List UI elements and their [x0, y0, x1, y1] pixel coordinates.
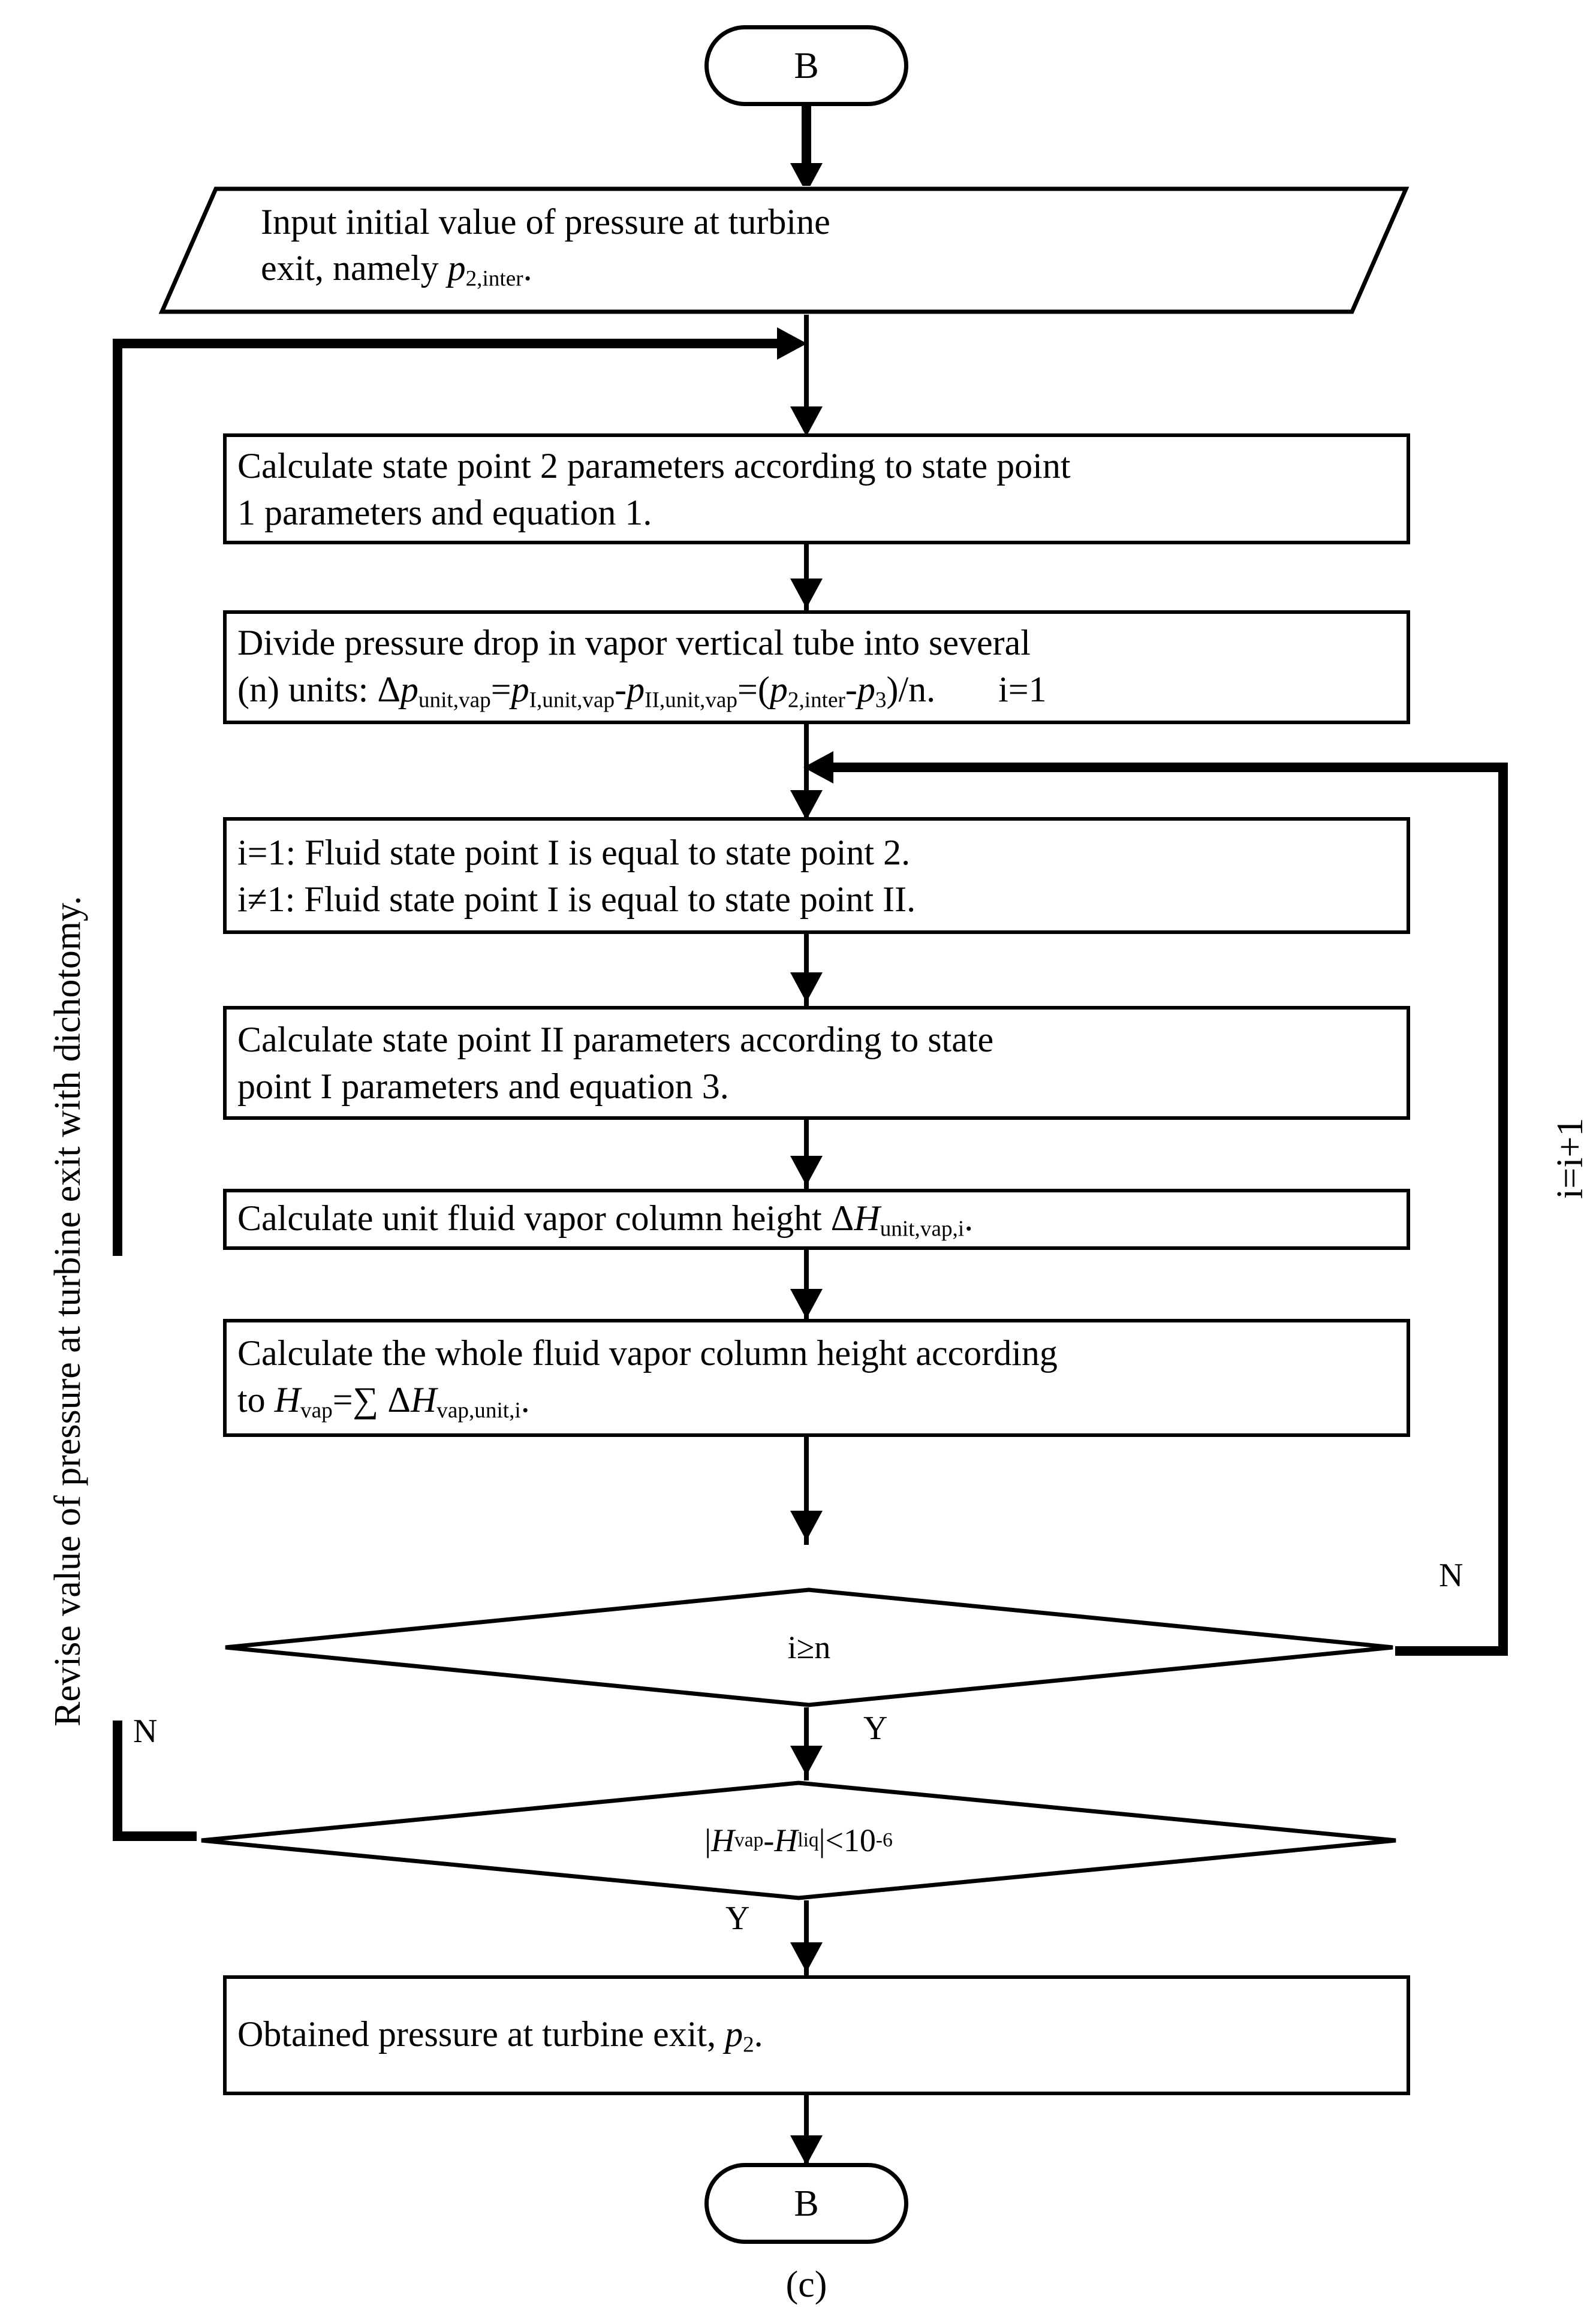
box2-line-1: Divide pressure drop in vapor vertical t…: [237, 622, 1031, 662]
input-line-1: Input initial value of pressure at turbi…: [261, 202, 830, 242]
connector-decision1-yes: [804, 1707, 809, 1782]
decision2-branch-no-label: N: [133, 1713, 158, 1750]
process-box-3: i=1: Fluid state point I is equal to sta…: [223, 817, 1410, 934]
arrowhead-right-outer-loop: [777, 327, 807, 360]
box4-line-1: Calculate state point II parameters acco…: [237, 1020, 994, 1059]
decision1-branch-yes-label: Y: [863, 1710, 888, 1747]
start-terminal-label: B: [794, 45, 819, 86]
box6-line-1: Calculate the whole fluid vapor column h…: [237, 1333, 1058, 1373]
outer-loop-vertical-left-lower: [113, 1721, 122, 1840]
output-box: Obtained pressure at turbine exit, p2.: [223, 1975, 1410, 2095]
left-axis-label: Revise value of pressure at turbine exit…: [47, 896, 88, 1727]
box3-line-2: i≠1: Fluid state point I is equal to sta…: [237, 879, 916, 919]
parallelogram-outline: [159, 186, 1409, 314]
box1-line-1: Calculate state point 2 parameters accor…: [237, 445, 1071, 486]
connector-start-to-input: [802, 106, 811, 172]
input-parallelogram: Input initial value of pressure at turbi…: [159, 186, 1409, 315]
figure-caption: (c): [785, 2264, 827, 2305]
arrowhead-down-to-decision1: [790, 1511, 823, 1541]
arrowhead-down-to-box1: [790, 406, 823, 436]
decision2-branch-yes-label: Y: [725, 1900, 750, 1937]
arrowhead-down-to-box5: [790, 1156, 823, 1186]
arrowhead-down-to-output: [790, 1942, 823, 1972]
outer-loop-horizontal-top: [113, 339, 781, 348]
decision1-outline: [225, 1587, 1393, 1707]
connector-output-to-end: [804, 2095, 809, 2170]
process-box-1: Calculate state point 2 parameters accor…: [223, 433, 1410, 544]
connector-box1-to-box2: [804, 544, 809, 610]
process-box-4: Calculate state point II parameters acco…: [223, 1006, 1410, 1120]
process-box-2: Divide pressure drop in vapor vertical t…: [223, 610, 1410, 724]
start-terminal-b: B: [704, 25, 908, 106]
arrowhead-down-to-box4: [790, 972, 823, 1002]
arrowhead-down-to-box6: [790, 1289, 823, 1319]
end-terminal-label: B: [794, 2183, 819, 2224]
output-text: Obtained pressure at turbine exit, p2.: [237, 2014, 763, 2057]
box1-line-2: 1 parameters and equation 1.: [237, 492, 652, 532]
connector-box4-to-box5: [804, 1120, 809, 1189]
inner-loop-horizontal-bottom: [1391, 1646, 1508, 1656]
inner-loop-horizontal-top: [833, 763, 1508, 772]
box4-line-2: point I parameters and equation 3.: [237, 1066, 729, 1106]
box5-line-1: Calculate unit fluid vapor column height…: [237, 1198, 974, 1242]
box2-line-2: (n) units: Δpunit,vap=pI,unit,vap-pII,un…: [237, 669, 1047, 713]
connector-box5-to-box6: [804, 1250, 809, 1319]
input-text: Input initial value of pressure at turbi…: [261, 199, 1355, 309]
right-loop-label: i=i+1: [1550, 1117, 1591, 1199]
arrowhead-down-to-decision2: [790, 1746, 823, 1776]
connector-box3-to-box4: [804, 934, 809, 1006]
connector-input-to-box1: [804, 315, 809, 432]
decision2-outline: [201, 1780, 1396, 1900]
end-terminal-b: B: [704, 2163, 908, 2244]
inner-loop-vertical-right: [1498, 763, 1508, 1656]
arrowhead-down-to-box3: [790, 790, 823, 820]
arrowhead-down-to-end-terminal: [790, 2135, 823, 2165]
connector-decision2-yes: [804, 1900, 809, 1981]
box6-line-2: to Hvap=∑ ΔHvap,unit,i.: [237, 1380, 530, 1424]
input-line-2: exit, namely p2,inter.: [261, 248, 532, 291]
box2-counter: i=1: [998, 669, 1047, 709]
decision-diamond-i-ge-n: i≥n: [223, 1587, 1395, 1707]
decision1-text: i≥n: [787, 1629, 831, 1665]
outer-loop-vertical-left: [113, 339, 122, 1256]
process-box-6: Calculate the whole fluid vapor column h…: [223, 1319, 1410, 1437]
connector-box6-to-decision1: [804, 1437, 809, 1545]
arrowhead-left-inner-loop: [803, 751, 833, 784]
decision1-branch-no-label: N: [1439, 1557, 1463, 1594]
box3-line-1: i=1: Fluid state point I is equal to sta…: [237, 832, 911, 872]
outer-loop-horizontal-bottom: [113, 1831, 197, 1841]
arrowhead-down-to-box2: [790, 579, 823, 608]
process-box-5: Calculate unit fluid vapor column height…: [223, 1189, 1410, 1250]
